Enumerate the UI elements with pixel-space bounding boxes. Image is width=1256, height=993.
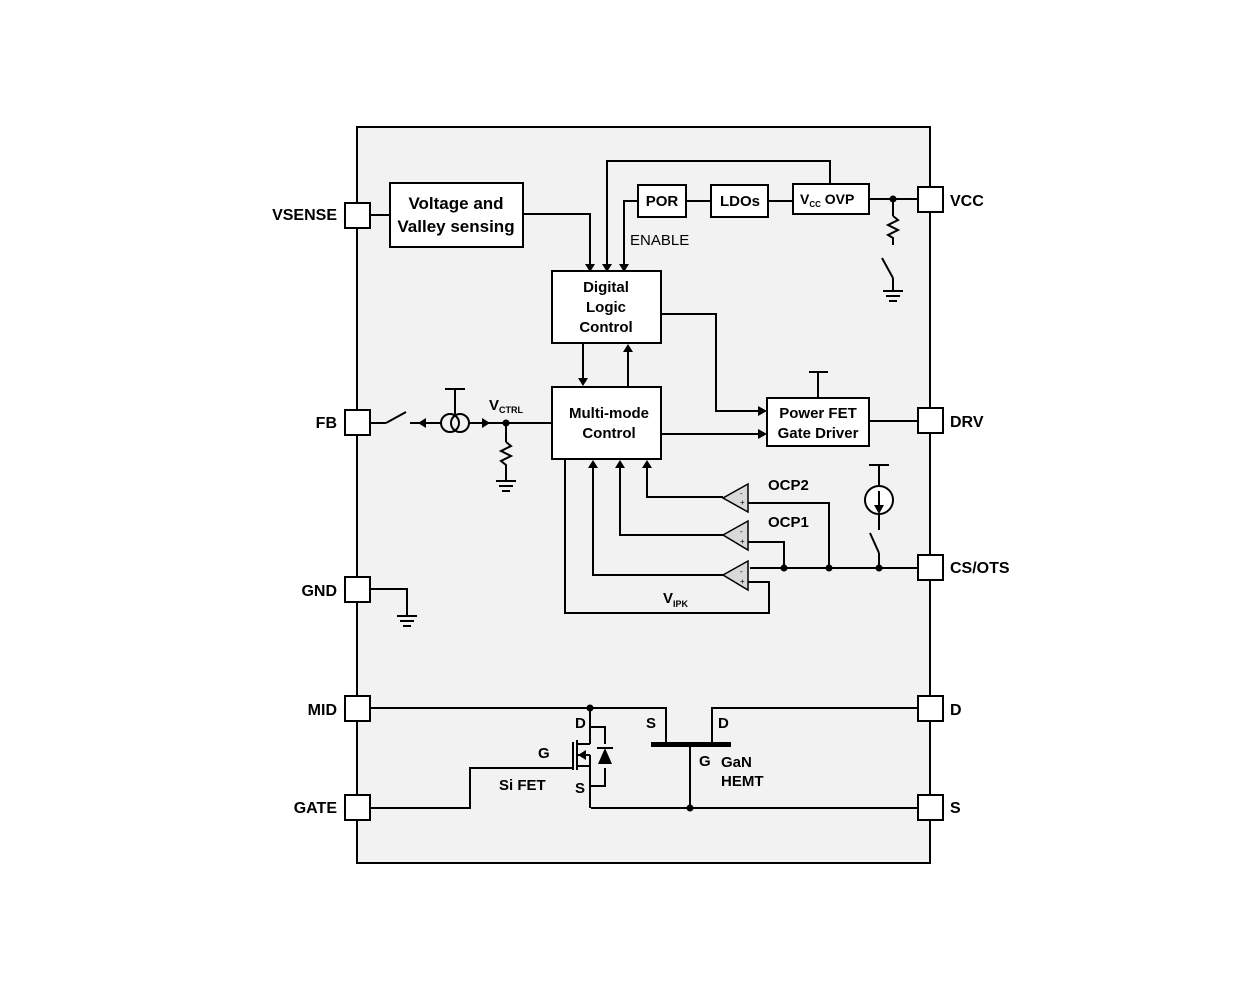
comparator-plus-vipk: +	[740, 577, 745, 586]
arrowheads	[418, 264, 884, 514]
si-fet-g-label: G	[538, 745, 550, 762]
gan-name-line1: GaN	[721, 754, 752, 771]
digital-logic-line1: Digital	[583, 279, 629, 296]
ocp2-comparator	[721, 482, 749, 514]
pin-gnd[interactable]	[344, 576, 371, 603]
si-fet-d-label: D	[575, 715, 586, 732]
comparator-minus-vipk: -	[740, 567, 743, 576]
ocp1-comparator	[721, 519, 749, 552]
pin-label-d: D	[950, 702, 962, 719]
pin-label-s: S	[950, 800, 961, 817]
por-label: POR	[646, 193, 679, 210]
vipk-label: VIPK	[663, 590, 689, 609]
por-block	[637, 184, 687, 218]
multimode-control-block	[551, 386, 662, 460]
multimode-line2: Control	[582, 425, 635, 442]
sensing-label-line2: Valley sensing	[397, 217, 514, 236]
comparator-plus-ocp2: +	[740, 498, 745, 507]
ldos-label: LDOs	[720, 193, 760, 210]
pin-vsense[interactable]	[344, 202, 371, 229]
gan-hemt-symbol	[651, 742, 731, 747]
gate-driver-block	[766, 397, 870, 447]
gan-g-label: G	[699, 753, 711, 770]
gan-s-label: S	[646, 715, 656, 732]
digital-logic-control-block	[551, 270, 662, 344]
sensing-label-line1: Voltage and	[408, 194, 503, 213]
pin-d[interactable]	[917, 695, 944, 722]
ocp1-label: OCP1	[768, 514, 809, 531]
comparators	[721, 482, 749, 592]
comparator-plus-ocp1: +	[740, 537, 745, 546]
gan-d-label: D	[718, 715, 729, 732]
ocp2-label: OCP2	[768, 477, 809, 494]
junction-dots	[502, 195, 897, 812]
pin-s[interactable]	[917, 794, 944, 821]
pin-label-drv: DRV	[950, 414, 984, 431]
pin-label-gnd: GND	[301, 583, 337, 600]
pin-label-vsense: VSENSE	[272, 207, 337, 224]
enable-label: ENABLE	[630, 232, 689, 249]
wires	[370, 160, 918, 809]
si-fet-name: Si FET	[499, 777, 546, 794]
vctrl-label: VCTRL	[489, 397, 524, 415]
gan-name-line2: HEMT	[721, 773, 764, 790]
pin-label-fb: FB	[316, 415, 337, 432]
vipk-comparator	[721, 559, 749, 592]
vcc-ovp-block	[792, 183, 870, 215]
multimode-line1: Multi-mode	[569, 405, 649, 422]
si-fet-symbol	[572, 727, 613, 770]
vcc-ovp-label: VCC OVP	[800, 191, 854, 209]
comparator-minus-ocp2: -	[740, 489, 743, 498]
comparator-minus-ocp1: -	[740, 527, 743, 536]
pin-fb[interactable]	[344, 409, 371, 436]
pin-label-mid: MID	[308, 702, 337, 719]
si-fet-s-label: S	[575, 780, 585, 797]
ldos-block	[710, 184, 769, 218]
pin-gate[interactable]	[344, 794, 371, 821]
gate-driver-line1: Power FET	[779, 405, 857, 422]
voltage-valley-sensing-block	[389, 182, 524, 248]
pin-vcc[interactable]	[917, 186, 944, 213]
pin-label-vcc: VCC	[950, 193, 984, 210]
ic-package	[356, 126, 931, 864]
pin-drv[interactable]	[917, 407, 944, 434]
digital-logic-line3: Control	[579, 319, 632, 336]
pin-mid[interactable]	[344, 695, 371, 722]
gate-driver-line2: Gate Driver	[778, 425, 859, 442]
pin-label-gate: GATE	[294, 800, 338, 817]
digital-logic-line2: Logic	[586, 299, 626, 316]
pin-label-cs-ots: CS/OTS	[950, 560, 1010, 577]
pin-cs-ots[interactable]	[917, 554, 944, 581]
